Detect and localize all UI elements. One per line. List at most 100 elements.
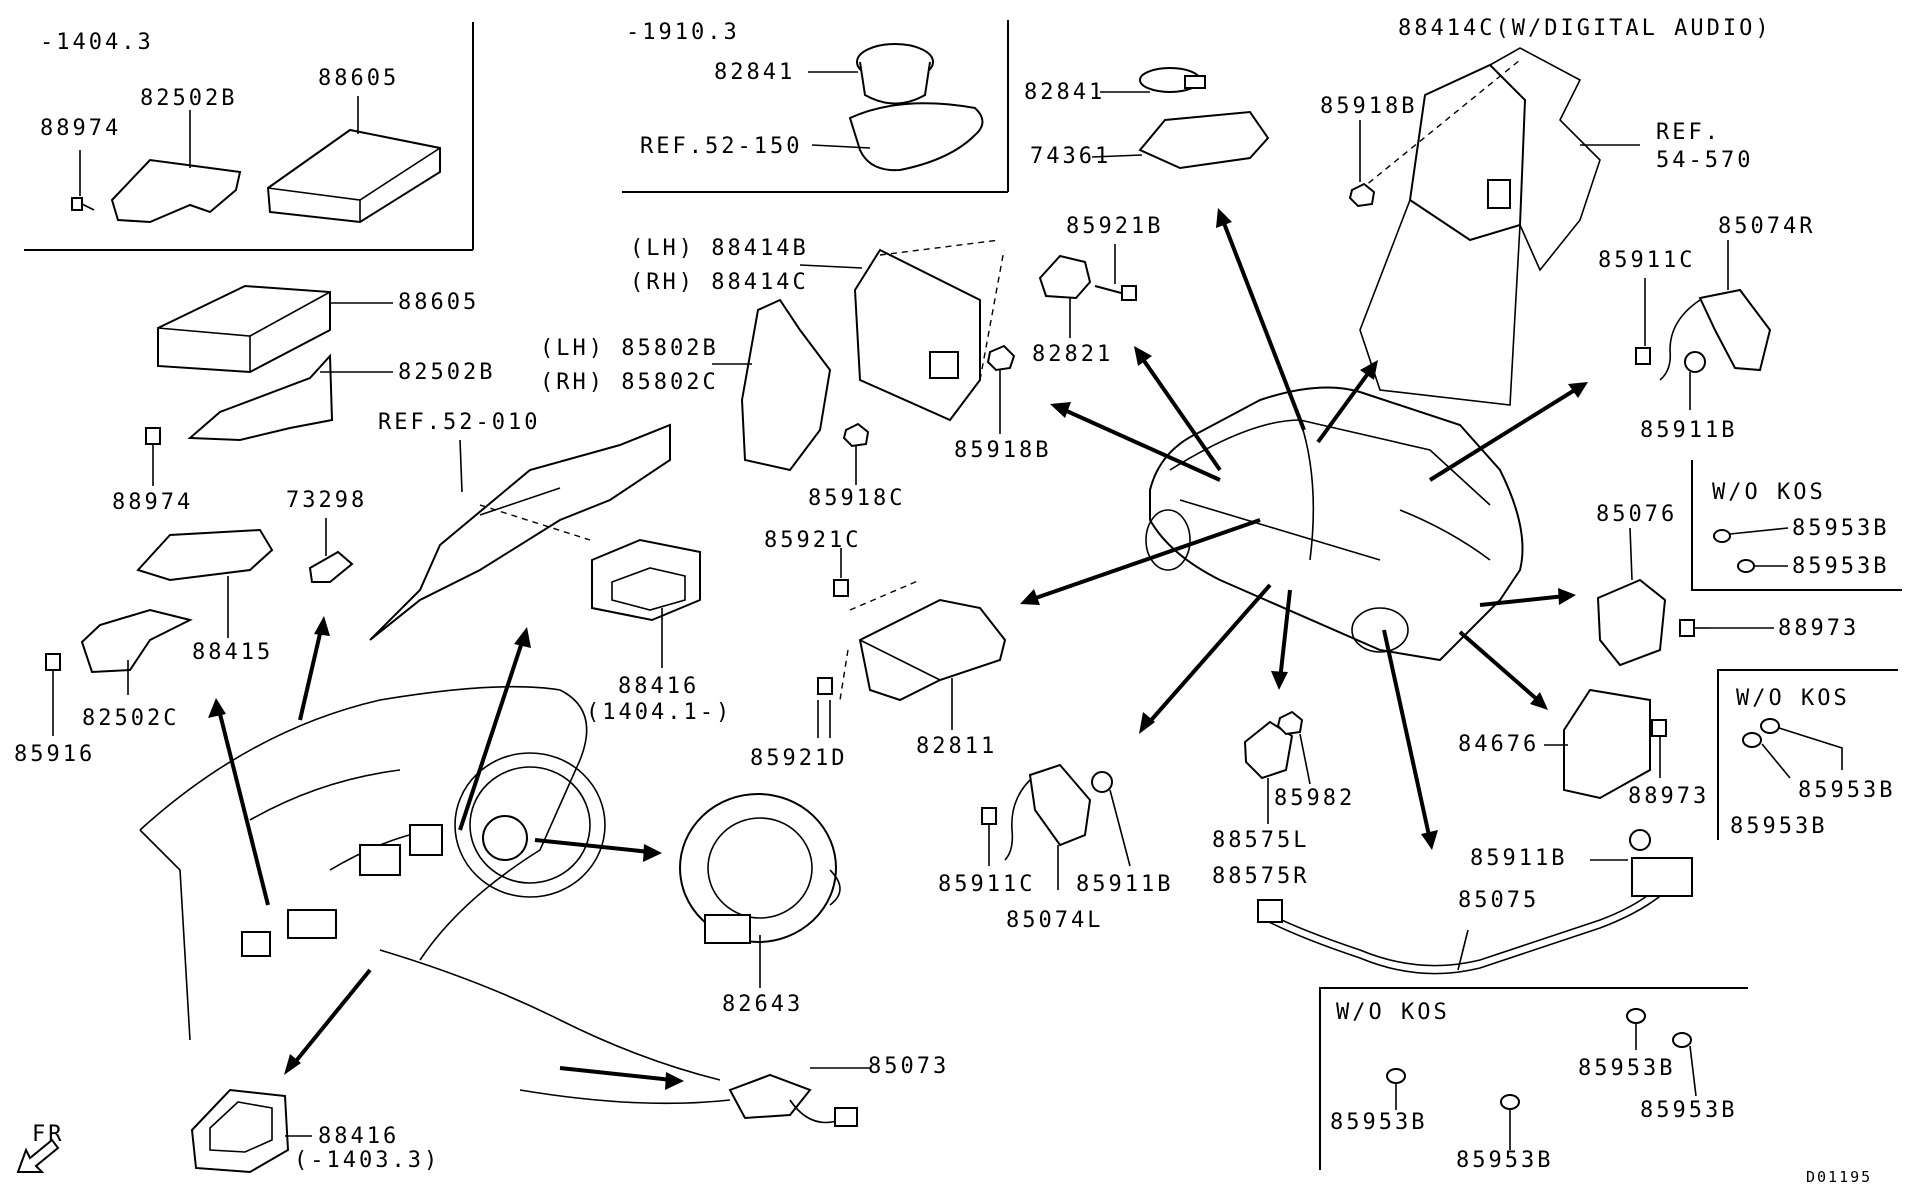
label-82502B-b: 82502B — [398, 360, 496, 385]
label-82502C: 82502C — [82, 706, 180, 731]
wo-kos-box-3 — [1319, 987, 1748, 1170]
label-1403-3: (-1403.3) — [294, 1148, 441, 1173]
label-ref52-150: REF.52-150 — [640, 134, 803, 159]
label-lh-88414B: (LH) 88414B — [630, 236, 809, 261]
label-wo-kos-3: W/O KOS — [1336, 1000, 1450, 1025]
label-85911B-c: 85911B — [1470, 846, 1568, 871]
label-82643: 82643 — [722, 992, 804, 1017]
label-82841-a: 82841 — [714, 60, 796, 85]
part-88416-switch-dash — [241, 909, 337, 957]
label-88605-a: 88605 — [318, 66, 400, 91]
part-82811-module — [839, 579, 1007, 730]
part-88416-switch-a — [591, 538, 701, 668]
front-direction-arrow — [16, 1138, 60, 1173]
label-ref54-570-b: 54-570 — [1656, 148, 1754, 173]
wo-kos-box-1 — [1691, 460, 1902, 591]
part-85953B-grommets-box2 — [1742, 718, 1843, 779]
part-82821-sensor — [1038, 254, 1092, 338]
label-88974-b: 88974 — [112, 490, 194, 515]
part-85982-nut — [1276, 710, 1311, 785]
label-diagram-code: D01195 — [1806, 1168, 1873, 1186]
label-88416-b: 88416 — [318, 1124, 400, 1149]
part-85911C-clip-b — [981, 807, 997, 866]
part-74361-bracket — [1091, 110, 1270, 170]
label-88575R: 88575R — [1212, 864, 1310, 889]
part-85921D-bolt — [817, 677, 833, 738]
part-88973-bolt-a — [1679, 619, 1774, 637]
label-ref54-570-a: REF. — [1656, 120, 1721, 145]
label-88605-b: 88605 — [398, 290, 480, 315]
label-82502B-a: 82502B — [140, 86, 238, 111]
part-88575-sensor — [1243, 720, 1294, 824]
label-85911B-b: 85911B — [1076, 872, 1174, 897]
label-85916: 85916 — [14, 742, 96, 767]
dashboard-outline — [139, 685, 731, 1105]
label-82841-b: 82841 — [1024, 80, 1106, 105]
wo-kos-box-2 — [1717, 669, 1898, 840]
label-fr: FR — [32, 1122, 65, 1147]
part-85075-harness — [1257, 857, 1693, 975]
label-88974-a: 88974 — [40, 116, 122, 141]
part-85953B-grommets-box1 — [1713, 527, 1789, 573]
steering-wheel — [454, 752, 606, 898]
label-88416-a: 88416 — [618, 674, 700, 699]
part-88605-module-a — [266, 96, 441, 224]
label-rh-85802C: (RH) 85802C — [540, 370, 719, 395]
label-85076: 85076 — [1596, 502, 1678, 527]
label-85074R: 85074R — [1718, 214, 1816, 239]
part-88416-switch-b — [190, 1088, 312, 1174]
label-85921D: 85921D — [750, 746, 848, 771]
part-82502B-bracket-b — [187, 353, 393, 442]
part-85921C-bolt — [833, 548, 849, 597]
label-85953B-5: 85953B — [1578, 1056, 1676, 1081]
label-85911C-b: 85911C — [938, 872, 1036, 897]
label-84676: 84676 — [1458, 732, 1540, 757]
part-ref52-010-panel — [369, 423, 671, 641]
part-85916-bolt — [45, 653, 61, 736]
label-wo-kos-1: W/O KOS — [1712, 480, 1826, 505]
label-85921C: 85921C — [764, 528, 862, 553]
label-ref52-010: REF.52-010 — [378, 410, 541, 435]
part-85921B-bolt — [1094, 244, 1137, 301]
part-88414B-88414C-module — [799, 239, 1005, 422]
label-85953B-4: 85953B — [1730, 814, 1828, 839]
part-82841-speaker-b — [1100, 67, 1206, 93]
label-85075: 85075 — [1458, 888, 1540, 913]
label-85953B-8: 85953B — [1456, 1148, 1554, 1173]
label-85918B-b: 85918B — [954, 438, 1052, 463]
label-85953B-6: 85953B — [1640, 1098, 1738, 1123]
part-82643-clock-spring — [679, 793, 841, 988]
label-88575L: 88575L — [1212, 828, 1310, 853]
label-lh-85802B: (LH) 85802B — [540, 336, 719, 361]
label-wo-kos-2: W/O KOS — [1736, 686, 1850, 711]
part-85918B-nut-a — [1348, 120, 1376, 208]
part-85918C-nut — [842, 422, 870, 485]
part-ref52-150-panel — [811, 102, 984, 172]
part-82502C-bracket — [80, 608, 193, 695]
part-85911C-clip-a — [1635, 278, 1651, 365]
label-88973-b: 88973 — [1628, 784, 1710, 809]
label-85911C-a: 85911C — [1598, 248, 1696, 273]
vehicle-body — [1145, 386, 1524, 662]
label-85982: 85982 — [1274, 786, 1356, 811]
part-85074R-sensor — [1659, 240, 1772, 381]
label-82821: 82821 — [1032, 342, 1114, 367]
part-85074L-sensor — [1004, 763, 1092, 890]
part-85076-sensor — [1596, 527, 1667, 667]
inset-box-1404-3 — [24, 22, 474, 251]
location-arrows — [208, 208, 1588, 1090]
part-85953B-grommets-box3 — [1386, 1008, 1697, 1150]
part-88974-bolt-b — [145, 427, 161, 486]
part-73298-switch — [308, 518, 354, 583]
part-85802B-85802C-bracket — [712, 298, 832, 472]
label-85074L: 85074L — [1006, 908, 1104, 933]
label-74361: 74361 — [1030, 144, 1112, 169]
label-85953B-2: 85953B — [1792, 554, 1890, 579]
part-82502B-bracket-a — [110, 110, 242, 224]
label-88414C-digital-audio: 88414C(W/DIGITAL AUDIO) — [1398, 16, 1772, 41]
label-85073: 85073 — [868, 1054, 950, 1079]
label-88973-a: 88973 — [1778, 616, 1860, 641]
label-73298: 73298 — [286, 488, 368, 513]
